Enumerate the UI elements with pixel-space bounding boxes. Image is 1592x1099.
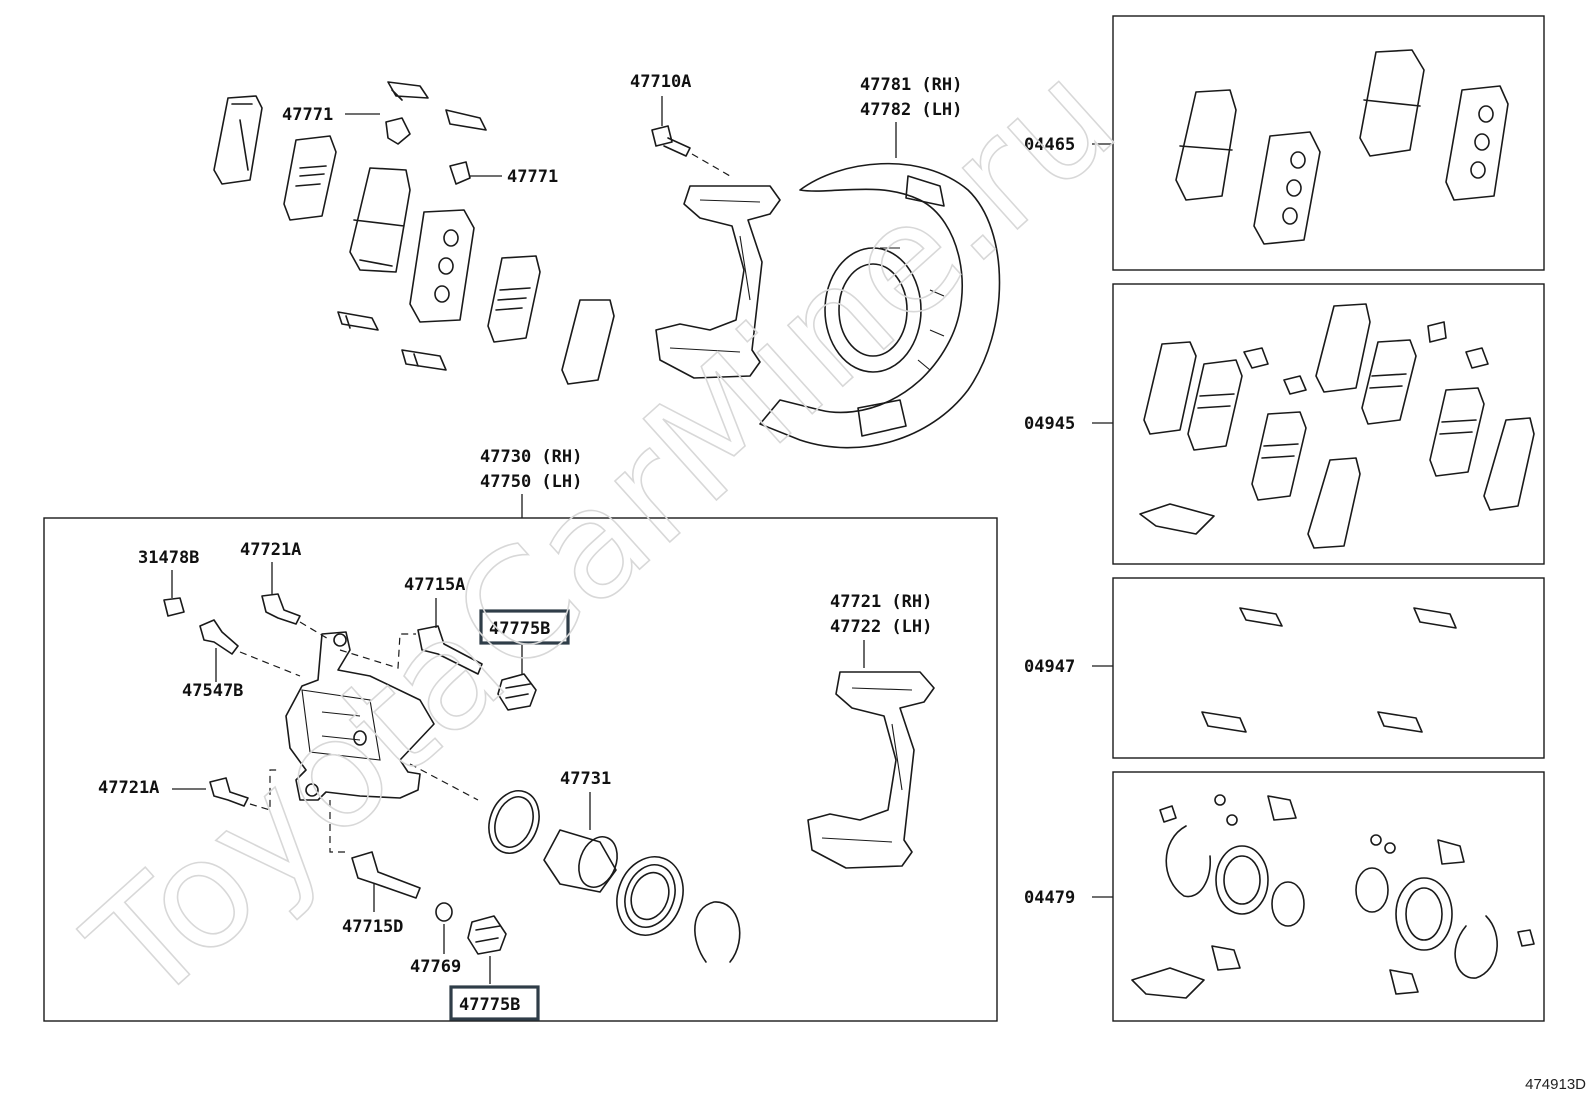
kit-04465-pads — [1175, 49, 1509, 245]
label-47721: 47721 (RH) — [830, 592, 932, 612]
label-47771-right: 47771 — [507, 167, 558, 187]
slide-bushing-boot-bottom — [467, 915, 507, 955]
label-47782: 47782 (LH) — [860, 100, 962, 120]
label-47775B-bottom: 47775B — [459, 995, 520, 1015]
label-04465: 04465 — [1024, 135, 1075, 155]
kit-panel-04465 — [1112, 15, 1545, 271]
kit-panel-04479 — [1112, 771, 1545, 1022]
label-47769: 47769 — [410, 957, 461, 977]
kit-04947-clips — [1201, 607, 1457, 733]
kit-panel-04947 — [1112, 577, 1545, 759]
mounting-bolt — [651, 125, 691, 157]
label-47722: 47722 (LH) — [830, 617, 932, 637]
slide-bushing-boot-top — [497, 673, 537, 711]
kit-04945-shims — [1139, 303, 1535, 549]
disc-brake-dust-cover — [759, 162, 1001, 449]
label-04479: 04479 — [1024, 888, 1075, 908]
highlight-box-47775B-top — [479, 609, 570, 645]
label-47721A-top: 47721A — [240, 540, 301, 560]
label-04945: 04945 — [1024, 414, 1075, 434]
caliper-body — [285, 631, 435, 801]
kit-panel-04945 — [1112, 283, 1545, 565]
diagram-code: 474913D — [1525, 1076, 1586, 1093]
label-47721A-left: 47721A — [98, 778, 159, 798]
label-47547B: 47547B — [182, 681, 243, 701]
highlight-box-47775B-bottom — [449, 985, 540, 1021]
label-04947: 04947 — [1024, 657, 1075, 677]
cylinder-bushing — [435, 902, 453, 922]
caliper-bolt-lower — [209, 777, 249, 807]
label-47710A: 47710A — [630, 72, 691, 92]
bleeder-plug-cap — [163, 597, 185, 617]
piston-seal-set — [488, 790, 741, 963]
kit-04479-seals — [1131, 794, 1535, 999]
caliper-bolt-top — [261, 593, 301, 625]
slide-pin-upper — [417, 625, 483, 675]
pad-shim-group — [213, 81, 615, 385]
label-47715A: 47715A — [404, 575, 465, 595]
caliper-assembly-frame — [43, 517, 998, 1022]
label-47715D: 47715D — [342, 917, 403, 937]
bleeder-plug — [199, 619, 239, 655]
label-47750: 47750 (LH) — [480, 472, 582, 492]
label-47731: 47731 — [560, 769, 611, 789]
label-47781: 47781 (RH) — [860, 75, 962, 95]
label-47775B-top: 47775B — [489, 619, 550, 639]
caliper-bracket-spare — [807, 671, 935, 869]
label-31478B: 31478B — [138, 548, 199, 568]
slide-pin-lower — [351, 851, 421, 899]
label-47730: 47730 (RH) — [480, 447, 582, 467]
label-47771-top: 47771 — [282, 105, 333, 125]
caliper-mounting-bracket — [655, 185, 781, 379]
